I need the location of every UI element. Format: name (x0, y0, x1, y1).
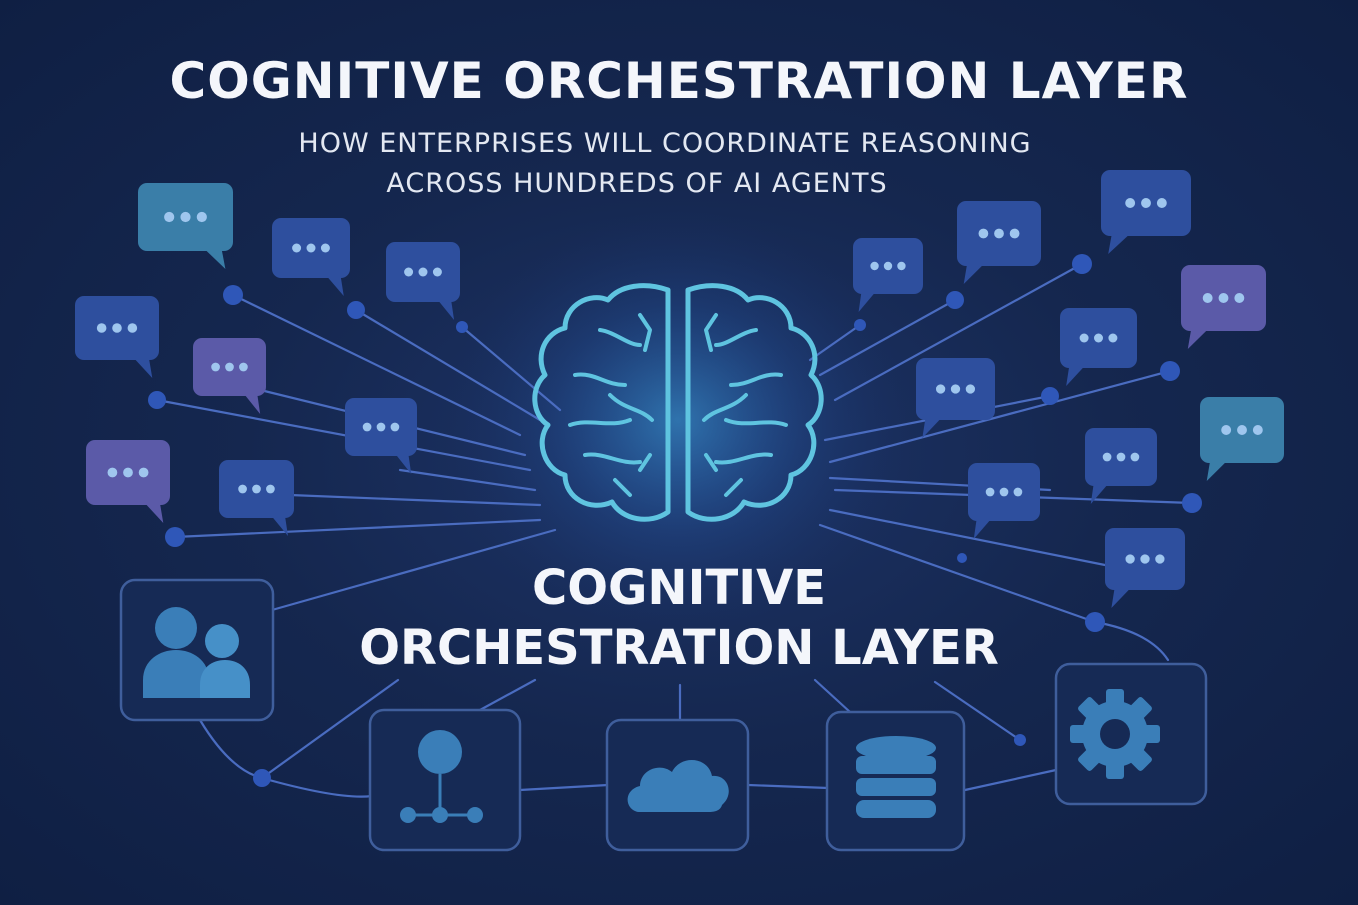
chat-bubble-icon (1200, 397, 1284, 481)
chat-bubble-icon (1181, 265, 1266, 349)
chat-bubble-icon (1101, 170, 1191, 254)
brain-icon (532, 283, 824, 522)
connector-lines (155, 262, 1194, 798)
page-title: COGNITIVE ORCHESTRATION LAYER (169, 52, 1189, 110)
chat-bubble-icon (968, 463, 1040, 539)
chat-bubble-icon (138, 183, 233, 269)
chat-bubble-icon (853, 238, 923, 312)
chat-bubble-icon (1060, 308, 1137, 386)
chat-bubble-icon (193, 338, 266, 414)
brain-glow (448, 210, 908, 630)
users-icon (143, 607, 250, 698)
chat-bubble-icon (386, 242, 460, 320)
center-label-line-1: COGNITIVE (532, 560, 826, 616)
chat-bubble-icon (1085, 428, 1157, 504)
connector-dots (148, 254, 1202, 787)
chat-bubble-icon (957, 201, 1041, 284)
hierarchy-icon (400, 730, 483, 823)
chat-bubble-icon (86, 440, 170, 523)
chat-bubble-icon (75, 296, 159, 378)
node-cloud (605, 718, 750, 852)
center-label-line-2: ORCHESTRATION LAYER (359, 620, 999, 676)
gear-icon (1070, 689, 1160, 779)
cloud-icon (627, 760, 729, 812)
subtitle-line-1: HOW ENTERPRISES WILL COORDINATE REASONIN… (298, 128, 1032, 159)
node-hierarchy (368, 708, 522, 852)
chat-bubble-icon (916, 358, 995, 438)
database-icon (856, 736, 936, 818)
chat-bubble-icon (219, 460, 294, 536)
node-database (825, 710, 966, 852)
chat-bubble-icon (272, 218, 350, 296)
subtitle-line-2: ACROSS HUNDREDS OF AI AGENTS (386, 168, 888, 199)
chat-bubble-icon (1105, 528, 1185, 608)
node-gear (1054, 662, 1208, 806)
agent-bubbles (75, 170, 1284, 608)
node-users (119, 578, 275, 722)
chat-bubble-icon (345, 398, 417, 474)
